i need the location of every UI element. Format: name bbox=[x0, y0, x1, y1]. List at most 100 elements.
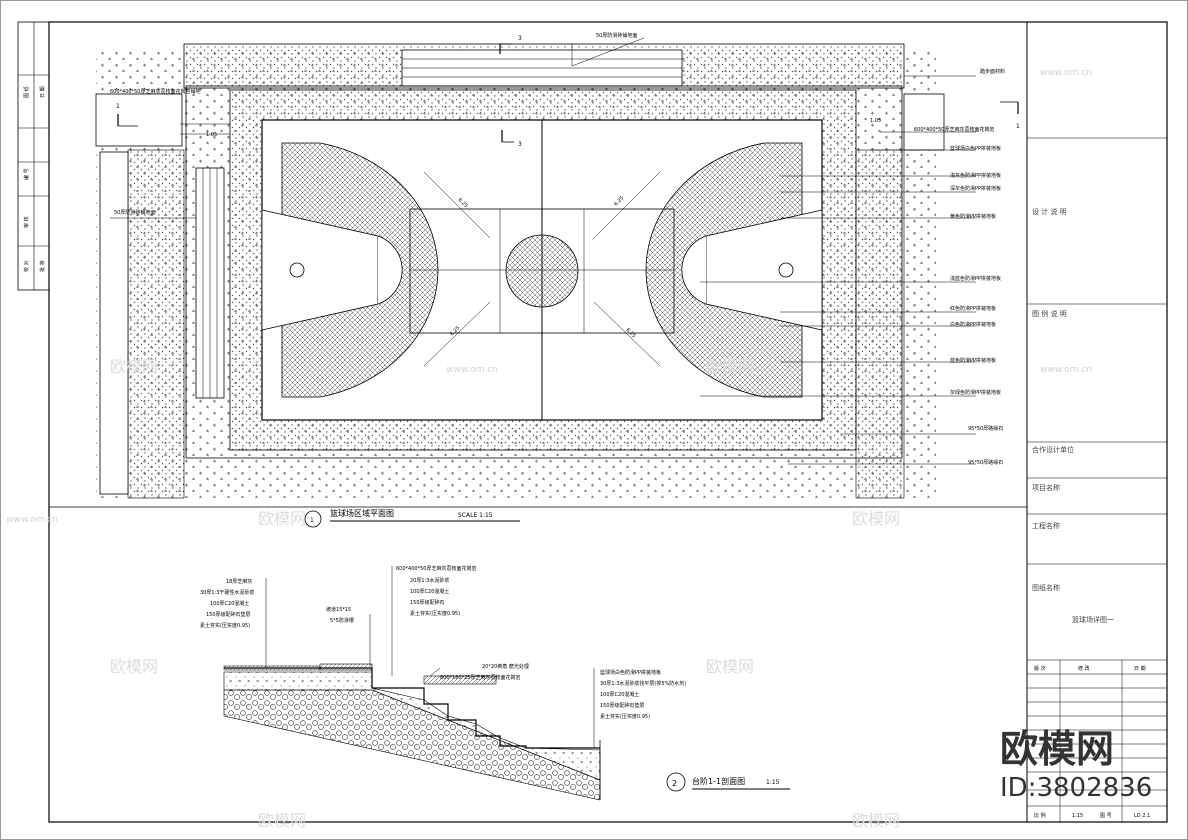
wm-url-1: www.om.cn bbox=[1040, 68, 1092, 78]
plan-title: 篮球场区域平面图 bbox=[330, 508, 394, 518]
wm-brand-large: 欧模网 bbox=[1000, 727, 1114, 771]
sec-left-3: 100厚C20混凝土 bbox=[210, 600, 249, 607]
plan-number-circle bbox=[304, 510, 322, 528]
ann-2: 浅灰色防滑PP拼装地板 bbox=[950, 172, 1001, 179]
watermarks: 欧模网 欧模网 欧模网 欧模网 欧模网 欧模网 欧模网 欧模网 www.om.c… bbox=[6, 68, 1152, 830]
left-strip-bar bbox=[99, 151, 129, 495]
stair-section: 18厚芝麻灰 30厚1:3干硬性水泥砂浆 100厚C20混凝土 150厚级配碎石… bbox=[200, 565, 790, 801]
sec-left-4: 150厚级配碎石垫层 bbox=[206, 611, 251, 618]
dim-small-left: 1.05 bbox=[206, 132, 217, 138]
court-plan: 6.25 6.25 6.25 6.25 3 3 1 1 bbox=[95, 32, 1020, 528]
tb-field-6: 图纸名称 bbox=[1032, 583, 1060, 592]
tb-field-2: 图 例 说 明 bbox=[1032, 309, 1067, 318]
sec-top-1: 600*400*50厚芝麻灰荔枝面花岗岩 bbox=[396, 565, 476, 572]
wm-faint-5: 欧模网 bbox=[110, 657, 158, 676]
footer-scale-label: 比 例 bbox=[1034, 812, 1046, 819]
wm-url-4: www.om.cn bbox=[1040, 365, 1092, 375]
wm-id: ID:3802836 bbox=[1000, 773, 1152, 803]
wm-faint-4: 欧模网 bbox=[852, 509, 900, 528]
svg-text:3: 3 bbox=[518, 35, 522, 42]
tb-drawing-name: 篮球场详图一 bbox=[1072, 615, 1114, 624]
strip-cell-2: 编 号 bbox=[23, 168, 30, 180]
left-steps bbox=[195, 167, 225, 399]
wm-faint-3: 欧模网 bbox=[258, 509, 306, 528]
section-marker-1-left: 1 bbox=[116, 103, 138, 127]
strip-cell-3: 审 核 bbox=[23, 216, 30, 228]
sec-mid-2: 5*5防滑槽 bbox=[330, 617, 354, 624]
sec-right-4: 150厚级配碎石垫层 bbox=[600, 702, 645, 709]
plan-leaders bbox=[110, 37, 976, 465]
ann-9: 灰绿色防滑PP拼装地板 bbox=[950, 389, 1001, 396]
sec-left-2: 30厚1:3干硬性水泥砂浆 bbox=[200, 589, 254, 596]
sec-right-1: 篮球场白色防滑PP拼装地板 bbox=[600, 669, 661, 676]
ann-granite-paving: 600*400*50厚芝麻灰荔枝面花岗岩铺地 bbox=[110, 88, 200, 95]
sec-top-4: 150厚级配碎石 bbox=[410, 599, 445, 606]
svg-text:1: 1 bbox=[116, 103, 120, 110]
sec-right-2: 30厚1:3水泥砂浆找平层(掺5%防水剂) bbox=[600, 680, 686, 687]
planter-right bbox=[903, 93, 945, 151]
plan-scale: SCALE 1:15 bbox=[458, 512, 493, 519]
revision-table bbox=[1027, 660, 1167, 822]
footer-scale: 1:15 bbox=[1072, 813, 1083, 819]
strip-cell-4: 校 对 bbox=[23, 260, 30, 272]
section-step-cap bbox=[423, 675, 497, 685]
radius-dimensions bbox=[423, 171, 661, 367]
wm-faint-6: 欧模网 bbox=[706, 657, 754, 676]
sec-right-3: 100厚C20混凝土 bbox=[600, 691, 639, 698]
footer-no: LD 2.1 bbox=[1134, 813, 1150, 819]
wm-faint-8: 欧模网 bbox=[852, 811, 900, 830]
section-number: 2 bbox=[672, 779, 677, 788]
ann-granite: 600*400*50厚芝麻灰荔枝面花岗岩 bbox=[914, 126, 994, 133]
sec-step-2: 600*180*25厚芝麻灰荔枝面花岗岩 bbox=[440, 674, 520, 681]
ann-4: 黄色防滑PP拼装地板 bbox=[950, 213, 996, 220]
section-marker-3-mid: 3 bbox=[501, 130, 522, 148]
ann-7: 白色防滑PP拼装地板 bbox=[950, 321, 996, 328]
section-marker-3-top: 3 bbox=[499, 35, 522, 54]
wm-faint-2: 欧模网 bbox=[706, 357, 754, 376]
left-hoop bbox=[289, 262, 305, 278]
sec-top-2: 20厚1:3水泥砂浆 bbox=[410, 577, 449, 584]
strip-cell-6: 批 准 bbox=[39, 260, 46, 272]
strip-cell-1: 图 纸 bbox=[23, 86, 30, 98]
top-steps bbox=[401, 49, 683, 87]
tb-field-4: 项目名称 bbox=[1032, 483, 1060, 492]
strip-cell-5: 日 期 bbox=[40, 86, 46, 98]
ann-curb-2: 95*50厚路缘石 bbox=[968, 459, 1003, 466]
planter-left bbox=[95, 93, 183, 147]
ann-top: 50厚防滑砖铺地面 bbox=[596, 32, 637, 39]
left-strip: 图 纸 编 号 审 核 校 对 日 期 批 准 bbox=[17, 21, 50, 291]
wm-faint-1: 欧模网 bbox=[110, 357, 158, 376]
ann-curb-1: 95*50厚路缘石 bbox=[968, 425, 1003, 432]
rev-header-1: 版 次 bbox=[1034, 665, 1046, 672]
footer-no-label: 图 号 bbox=[1100, 813, 1112, 819]
svg-text:3: 3 bbox=[518, 141, 522, 148]
rev-header-3: 日 期 bbox=[1134, 666, 1146, 672]
plan-number: 1 bbox=[310, 517, 314, 524]
section-top-slab bbox=[319, 663, 373, 671]
ann-6: 红色防滑PP拼装地板 bbox=[950, 305, 996, 312]
tb-field-1: 设 计 说 明 bbox=[1032, 207, 1067, 216]
ann-1: 篮球场白色PP拼装地板 bbox=[950, 145, 1001, 152]
ann-5: 浅蓝色防滑PP拼装地板 bbox=[950, 275, 1001, 282]
ann-steps: 踏步面材料 bbox=[980, 68, 1005, 75]
section-title: 台阶1-1剖面图 bbox=[692, 776, 745, 786]
svg-text:1: 1 bbox=[1016, 123, 1020, 130]
section-leaders bbox=[265, 566, 595, 748]
sec-right-5: 素土夯实(压实度0.95) bbox=[600, 713, 650, 720]
wm-faint-7: 欧模网 bbox=[258, 811, 306, 830]
title-block: 设 计 说 明 图 例 说 明 合作设计单位 项目名称 工程名称 图纸名称 篮球… bbox=[1026, 22, 1167, 822]
ann-left-paving: 50厚防滑砖铺地面 bbox=[114, 209, 155, 216]
wm-url-3: www.om.cn bbox=[446, 365, 498, 375]
rev-header-2: 修 改 bbox=[1078, 665, 1090, 672]
dim-small-right: 1.05 bbox=[870, 118, 881, 124]
tb-field-3: 合作设计单位 bbox=[1032, 445, 1074, 454]
tb-field-5: 工程名称 bbox=[1032, 521, 1060, 530]
ann-3: 深灰色防滑PP拼装地板 bbox=[950, 185, 1001, 192]
sec-mid-1: 坡道15*15 bbox=[326, 606, 351, 613]
sec-top-5: 素土夯实(压实度0.95) bbox=[410, 610, 460, 617]
sec-top-3: 100厚C20混凝土 bbox=[410, 588, 449, 595]
sec-step-1: 20*20倒角 磨光处理 bbox=[482, 663, 529, 670]
drawing-frame bbox=[48, 21, 1168, 823]
sec-left-5: 素土夯实(压实度0.95) bbox=[200, 622, 250, 629]
